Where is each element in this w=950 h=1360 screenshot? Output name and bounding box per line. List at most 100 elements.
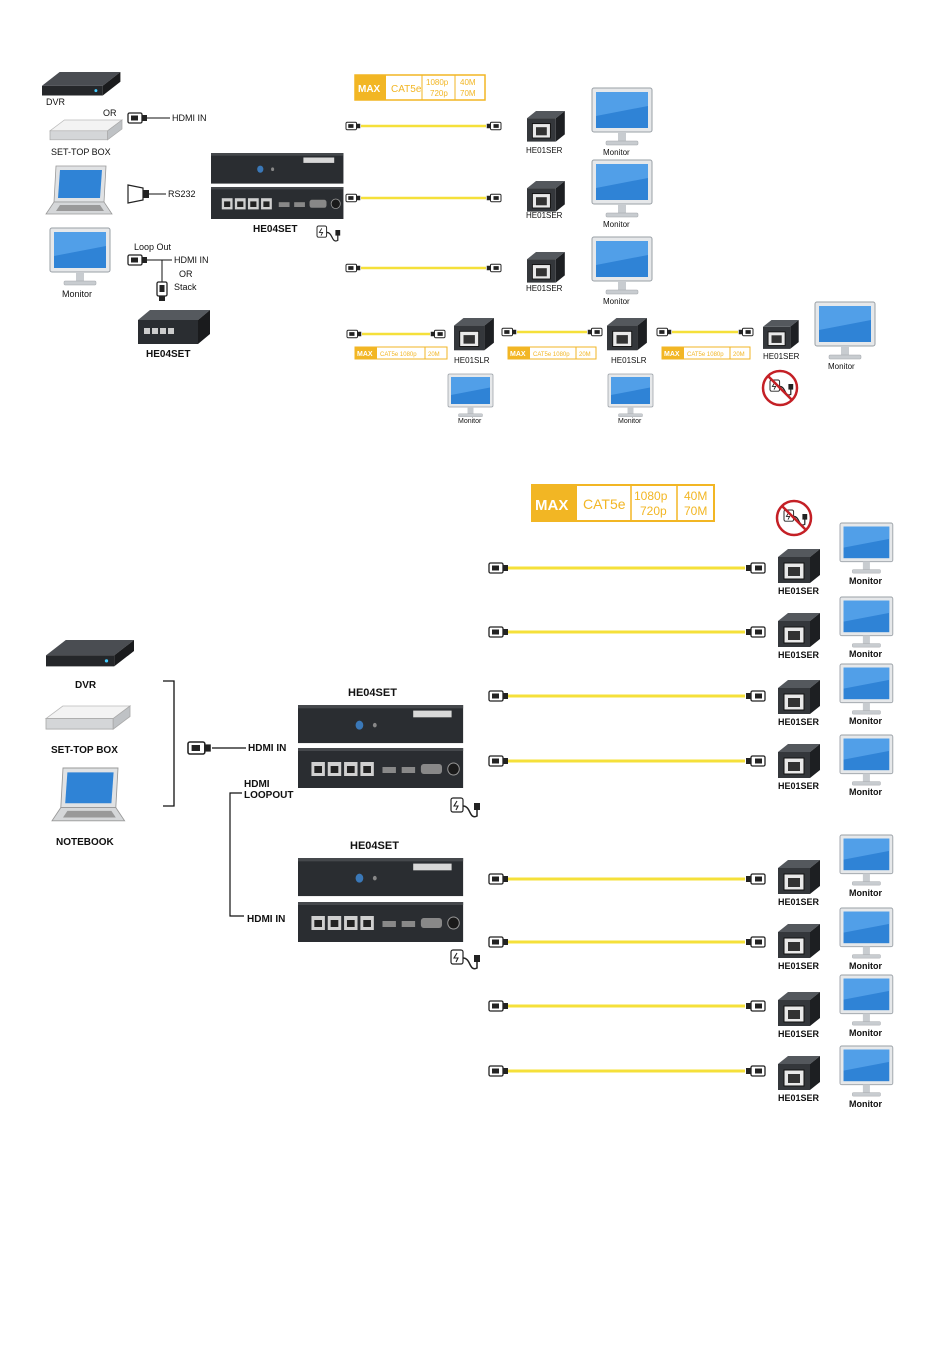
power-adapter-icon bbox=[450, 797, 481, 818]
device-label-small: HE04SET bbox=[146, 349, 190, 360]
spec-badge bbox=[354, 74, 486, 101]
hdmi-plug-icon bbox=[187, 741, 212, 755]
device-label-bottom-1: HE04SET bbox=[348, 687, 397, 699]
chain-monitor-label-1: Monitor bbox=[458, 418, 482, 425]
badge-dist2: 70M bbox=[460, 89, 476, 98]
hdmi-in-label-2: HDMI IN bbox=[174, 255, 209, 265]
rs232-label: RS232 bbox=[168, 189, 196, 199]
badge-large-dist2: 70M bbox=[684, 504, 707, 518]
he04set-front bbox=[211, 153, 344, 184]
dvr-icon bbox=[42, 72, 121, 96]
badge-large-max: MAX bbox=[535, 497, 568, 514]
settop-label-bottom: SET-TOP BOX bbox=[51, 745, 118, 756]
he04set-front bbox=[298, 705, 464, 744]
settop-label: SET-TOP BOX bbox=[51, 147, 111, 157]
receiver-icon bbox=[777, 991, 821, 1027]
bottom-receiver-label-3: HE01SER bbox=[778, 717, 820, 727]
chain-badge-1 bbox=[354, 346, 448, 360]
receiver-icon bbox=[453, 317, 495, 351]
monitor-icon bbox=[591, 236, 653, 295]
monitor-icon bbox=[839, 734, 894, 786]
bottom-cable-row-2 bbox=[488, 626, 766, 638]
bottom-monitor-label-6: Monitor bbox=[849, 961, 882, 971]
device-label-bottom-2: HE04SET bbox=[350, 840, 399, 852]
receiver-icon bbox=[777, 743, 821, 779]
cable-row-2 bbox=[345, 193, 502, 203]
cable-row-1 bbox=[345, 121, 502, 131]
hdmi-plug-icon bbox=[127, 254, 148, 266]
no-power-icon bbox=[777, 501, 811, 535]
chain-end-monitor-label: Monitor bbox=[828, 362, 855, 371]
monitor-icon bbox=[839, 522, 894, 574]
bottom-monitor-label-5: Monitor bbox=[849, 888, 882, 898]
he04set-rear bbox=[297, 747, 464, 789]
laptop-icon bbox=[51, 767, 126, 822]
receiver-icon bbox=[777, 612, 821, 648]
bottom-receiver-label-7: HE01SER bbox=[778, 1029, 820, 1039]
dvr-icon bbox=[46, 640, 134, 667]
chain-badge-1-dist: 20M bbox=[428, 352, 440, 358]
laptop-icon bbox=[45, 165, 113, 215]
chain-badge-3-spec: CAT5e 1080p bbox=[687, 352, 724, 358]
no-power-icon bbox=[763, 371, 797, 405]
monitor-icon bbox=[839, 1045, 894, 1097]
chain-badge-2-max: MAX bbox=[510, 351, 526, 358]
monitor-label-1: Monitor bbox=[603, 148, 630, 157]
bottom-cable-row-3 bbox=[488, 690, 766, 702]
monitor-icon bbox=[814, 301, 876, 360]
chain-badge-2-spec: CAT5e 1080p bbox=[533, 352, 570, 358]
settop-box-icon bbox=[49, 119, 123, 141]
chain-cable-1 bbox=[346, 329, 446, 339]
hdmi-loopout-label-2: LOOPOUT bbox=[244, 790, 293, 801]
dvr-label: DVR bbox=[46, 97, 66, 107]
monitor-icon bbox=[591, 87, 653, 146]
hdmi-loopout-label-1: HDMI bbox=[244, 779, 270, 790]
bottom-monitor-label-4: Monitor bbox=[849, 787, 882, 797]
chain-cable-3 bbox=[656, 327, 754, 337]
receiver-icon bbox=[777, 923, 821, 959]
bottom-receiver-label-4: HE01SER bbox=[778, 781, 820, 791]
chain-cable-2 bbox=[501, 327, 603, 337]
cable-row-3 bbox=[345, 263, 502, 273]
monitor-label-2: Monitor bbox=[603, 220, 630, 229]
monitor-icon bbox=[839, 907, 894, 959]
notebook-label: NOTEBOOK bbox=[56, 837, 115, 848]
hdmi-plug-icon bbox=[156, 281, 168, 302]
loop-out-label: Loop Out bbox=[134, 242, 172, 252]
bottom-monitor-label-3: Monitor bbox=[849, 716, 882, 726]
receiver-icon bbox=[606, 317, 648, 351]
bottom-cable-row-4 bbox=[488, 755, 766, 767]
chain-badge-1-max: MAX bbox=[357, 351, 373, 358]
or-label: OR bbox=[103, 108, 117, 118]
power-adapter-icon bbox=[450, 949, 481, 970]
power-adapter-icon bbox=[316, 225, 341, 242]
monitor-icon bbox=[839, 834, 894, 886]
bottom-monitor-label-8: Monitor bbox=[849, 1099, 882, 1109]
bottom-receiver-label-8: HE01SER bbox=[778, 1093, 820, 1103]
receiver-label-3: HE01SER bbox=[526, 284, 563, 293]
spec-badge-large bbox=[531, 484, 715, 522]
monitor-icon bbox=[49, 227, 111, 286]
chain-unit-label-2: HE01SLR bbox=[611, 356, 647, 365]
receiver-icon bbox=[777, 679, 821, 715]
he04set-rear bbox=[210, 186, 344, 220]
device-label: HE04SET bbox=[253, 224, 297, 235]
bottom-cable-row-8 bbox=[488, 1065, 766, 1077]
bottom-hdmi-in-label: HDMI IN bbox=[248, 743, 286, 754]
bottom-monitor-label-7: Monitor bbox=[849, 1028, 882, 1038]
receiver-icon bbox=[762, 319, 800, 350]
settop-box-icon bbox=[45, 705, 131, 730]
bottom-cable-row-7 bbox=[488, 1000, 766, 1012]
bottom-cable-row-6 bbox=[488, 936, 766, 948]
rs232-plug-icon bbox=[127, 184, 149, 204]
hdmi-in-label: HDMI IN bbox=[172, 113, 207, 123]
chain-monitor-label-2: Monitor bbox=[618, 418, 642, 425]
chain-badge-1-spec: CAT5e 1080p bbox=[380, 352, 417, 358]
monitor-label-3: Monitor bbox=[603, 297, 630, 306]
badge-dist1: 40M bbox=[460, 78, 476, 87]
monitor-icon bbox=[607, 373, 654, 418]
bottom-receiver-label-2: HE01SER bbox=[778, 650, 820, 660]
chain-badge-2 bbox=[507, 346, 597, 360]
bottom-receiver-label-6: HE01SER bbox=[778, 961, 820, 971]
